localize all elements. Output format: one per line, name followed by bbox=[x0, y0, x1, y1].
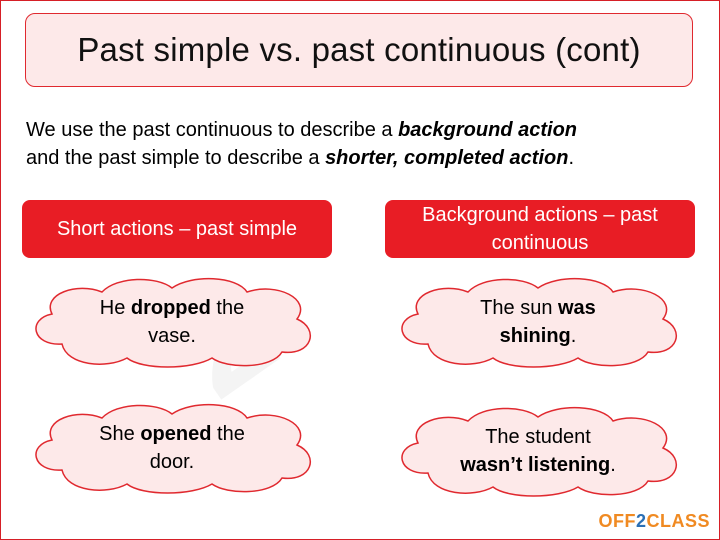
e3-line2: door. bbox=[149, 450, 195, 473]
example-cloud-2: The sun was shining. bbox=[388, 274, 688, 369]
e2-verb-2: shining bbox=[499, 324, 571, 347]
cloud-shape bbox=[35, 404, 312, 494]
title-box: Past simple vs. past continuous (cont) bbox=[25, 13, 693, 87]
background-actions-label-line2: continuous bbox=[491, 232, 589, 254]
intro-line2-emphasis: shorter, completed action bbox=[325, 147, 569, 169]
e2-post: . bbox=[570, 324, 577, 347]
e3-verb: opened bbox=[140, 422, 212, 445]
example-text-2: The sun was shining. bbox=[418, 274, 658, 369]
e3-pre: She bbox=[99, 422, 141, 445]
example-text-1: He dropped the vase. bbox=[52, 274, 292, 369]
example-cloud-3: She opened the door. bbox=[22, 400, 322, 495]
e2-pre: The sun bbox=[480, 296, 558, 319]
short-actions-header: Short actions – past simple bbox=[22, 200, 332, 258]
e2-verb-1: was bbox=[558, 296, 596, 319]
off2class-logo: OFF2CLASS bbox=[598, 511, 710, 532]
e4-verb: wasn’t listening bbox=[460, 453, 611, 476]
cloud-shape bbox=[401, 407, 678, 497]
example-cloud-1: He dropped the vase. bbox=[22, 274, 322, 369]
short-actions-label: Short actions – past simple bbox=[56, 218, 298, 240]
logo-part-2: 2 bbox=[635, 511, 647, 531]
example-text-4: The student wasn’t listening. bbox=[418, 403, 658, 498]
e1-line2: vase. bbox=[148, 324, 196, 347]
intro-line-1: We use the past continuous to describe a… bbox=[26, 116, 706, 144]
logo-part-3: CLASS bbox=[646, 511, 710, 531]
cloud-shape bbox=[401, 278, 678, 368]
intro-line1-emphasis: background action bbox=[398, 119, 577, 141]
example-cloud-4: The student wasn’t listening. bbox=[388, 403, 688, 498]
e1-verb: dropped bbox=[130, 296, 211, 319]
e1-post: the bbox=[210, 296, 245, 319]
intro-line-2: and the past simple to describe a shorte… bbox=[26, 144, 706, 172]
intro-text: We use the past continuous to describe a… bbox=[26, 116, 706, 172]
cloud-shape bbox=[35, 278, 312, 368]
e4-post: . bbox=[610, 453, 616, 476]
e1-pre: He bbox=[99, 296, 131, 319]
intro-line1-prefix: We use the past continuous to describe a bbox=[26, 119, 399, 141]
intro-line2-prefix: and the past simple to describe a bbox=[26, 147, 326, 169]
e4-line1: The student bbox=[485, 425, 591, 448]
example-text-3: She opened the door. bbox=[52, 400, 292, 495]
e3-post: the bbox=[211, 422, 245, 445]
intro-line2-suffix: . bbox=[568, 147, 575, 169]
page-title: Past simple vs. past continuous (cont) bbox=[77, 31, 641, 68]
logo-part-1: OFF bbox=[598, 511, 636, 531]
background-actions-label-line1: Background actions – past bbox=[422, 204, 658, 226]
background-actions-header: Background actions – past continuous bbox=[385, 200, 695, 258]
